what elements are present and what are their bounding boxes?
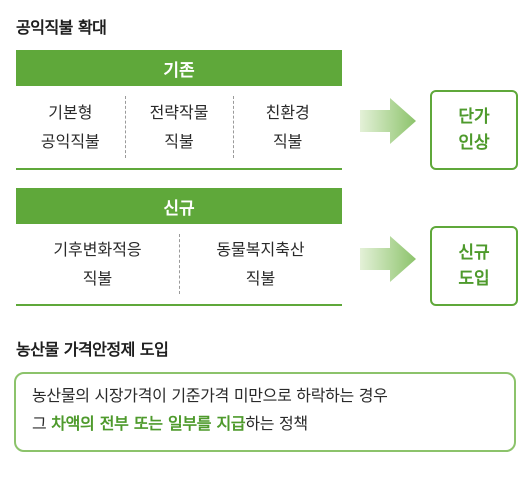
item-line: 기후변화적응 bbox=[53, 240, 142, 259]
new-items-row: 기후변화적응 직불 동물복지축산 직불 bbox=[16, 224, 342, 306]
item-line: 직불 bbox=[245, 269, 276, 288]
item-line: 전략작물 bbox=[149, 103, 209, 122]
item-line: 동물복지축산 bbox=[216, 240, 305, 259]
result-box-new-introduction: 신규 도입 bbox=[430, 226, 518, 306]
new-item-animal-welfare: 동물복지축산 직불 bbox=[179, 224, 342, 304]
existing-items-row: 기본형 공익직불 전략작물 직불 친환경 직불 bbox=[16, 86, 342, 170]
section-title-expand: 공익직불 확대 bbox=[16, 18, 107, 37]
item-line: 공익직불 bbox=[40, 132, 100, 151]
result-line: 신규 bbox=[458, 243, 490, 263]
section-title-price-stabilization: 농산물 가격안정제 도입 bbox=[16, 340, 169, 359]
result-line: 단가 bbox=[458, 107, 490, 127]
description-line-1: 농산물의 시장가격이 기준가격 미만으로 하락하는 경우 bbox=[32, 386, 388, 405]
existing-item-eco-friendly: 친환경 직불 bbox=[233, 86, 342, 168]
description-line-2: 그 차액의 전부 또는 일부를 지급하는 정책 bbox=[32, 410, 498, 438]
result-line: 인상 bbox=[458, 133, 490, 153]
description-highlight: 차액의 전부 또는 일부를 지급 bbox=[51, 414, 246, 433]
new-item-climate-adaptation: 기후변화적응 직불 bbox=[16, 224, 179, 304]
description-suffix: 하는 정책 bbox=[245, 414, 308, 433]
item-line: 기본형 bbox=[48, 103, 93, 122]
existing-header-band: 기존 bbox=[16, 50, 342, 86]
item-line: 직불 bbox=[164, 132, 194, 151]
item-line: 직불 bbox=[82, 269, 113, 288]
result-box-price-increase: 단가 인상 bbox=[430, 90, 518, 170]
description-prefix: 그 bbox=[32, 414, 52, 433]
result-line: 도입 bbox=[458, 269, 490, 289]
existing-item-strategic-crop: 전략작물 직불 bbox=[124, 86, 234, 168]
item-line: 직불 bbox=[272, 132, 303, 151]
item-line: 친환경 bbox=[265, 103, 310, 122]
arrow-right-icon bbox=[360, 98, 416, 144]
arrow-right-icon bbox=[360, 236, 416, 282]
existing-item-basic: 기본형 공익직불 bbox=[16, 86, 125, 168]
new-header-band: 신규 bbox=[16, 188, 342, 224]
price-policy-description-box: 농산물의 시장가격이 기준가격 미만으로 하락하는 경우 그 차액의 전부 또는… bbox=[14, 372, 516, 452]
